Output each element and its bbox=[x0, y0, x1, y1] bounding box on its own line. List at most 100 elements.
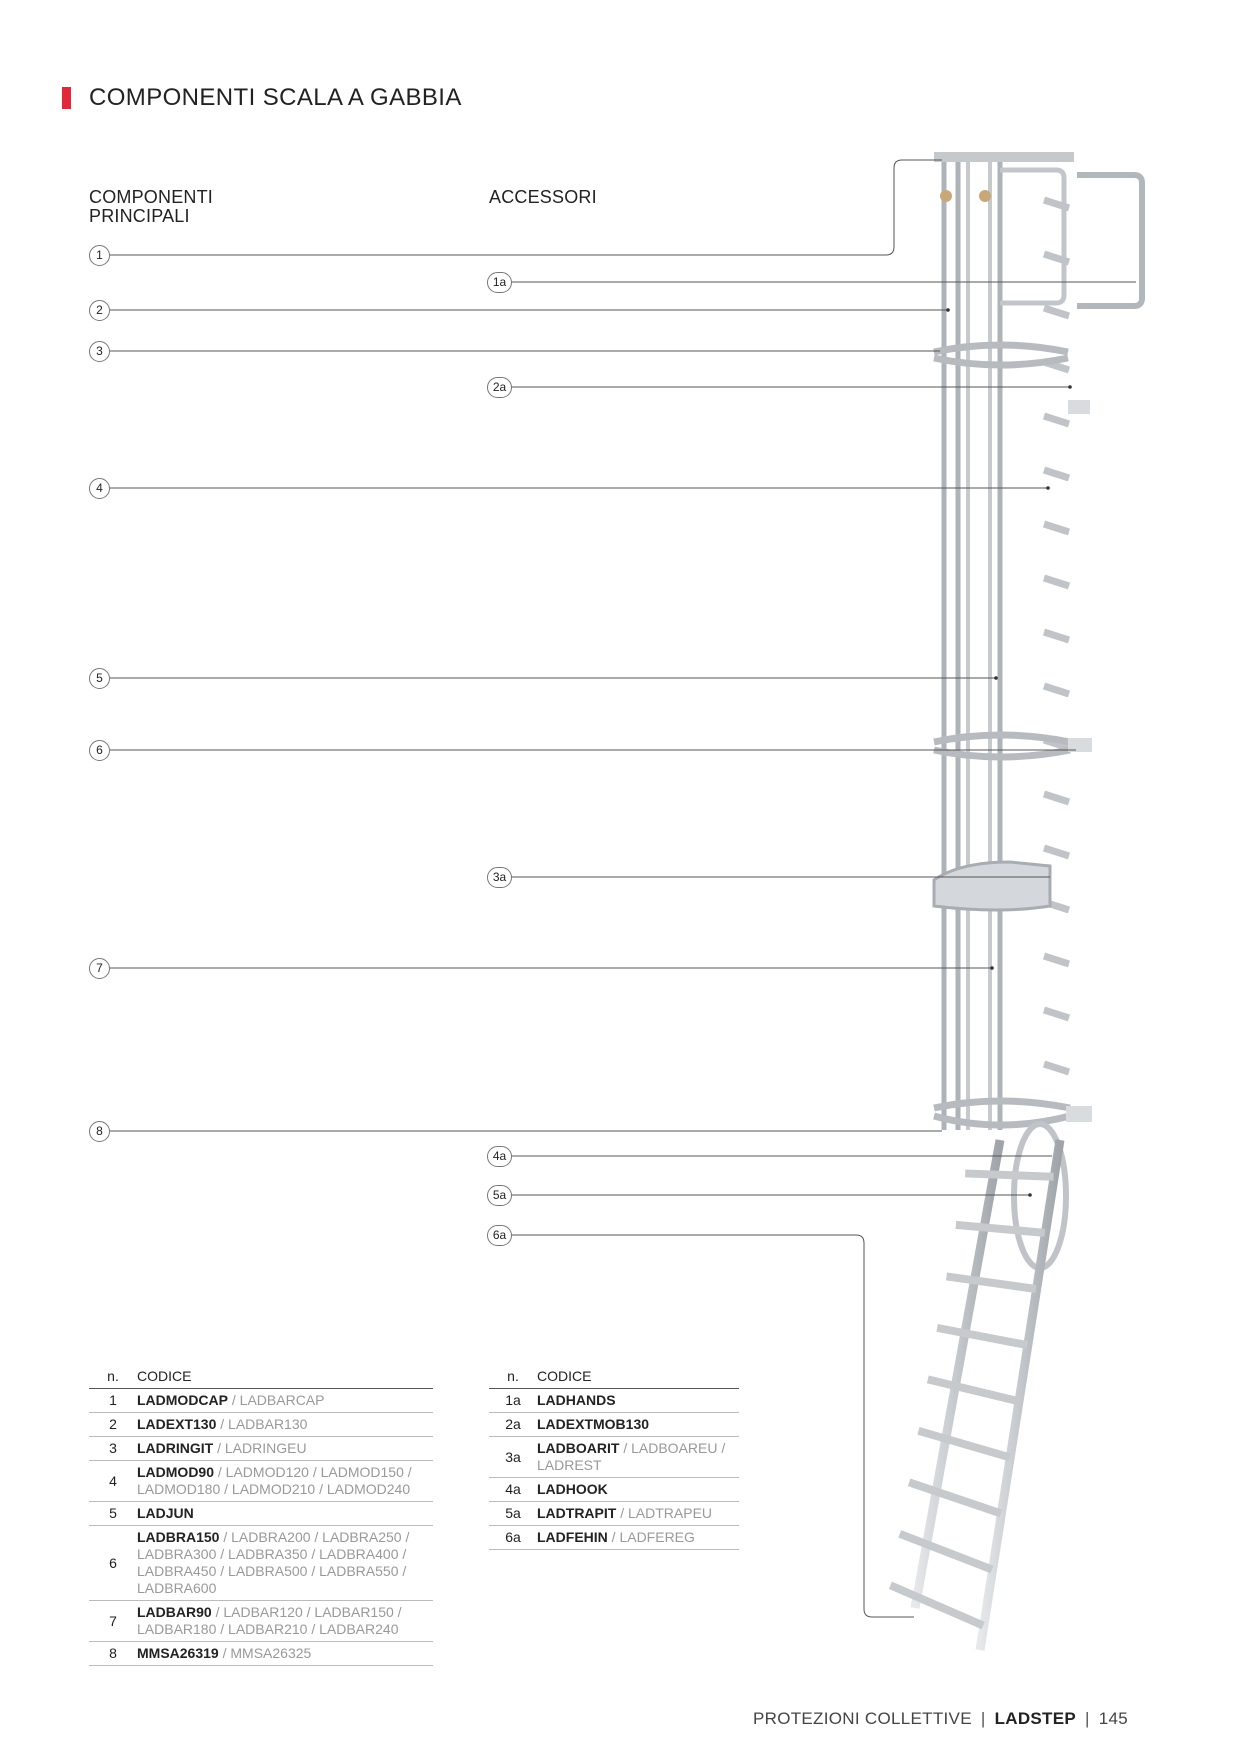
ladder-rung bbox=[1042, 790, 1071, 806]
callout-6: 6 bbox=[89, 740, 110, 761]
column-heading-accessories: ACCESSORI bbox=[489, 187, 597, 207]
primary-code: LADBRA150 bbox=[137, 1529, 220, 1545]
row-number: 7 bbox=[89, 1600, 137, 1642]
row-codes: LADBOARIT / LADBOAREU / LADREST bbox=[537, 1436, 739, 1478]
primary-code: LADMOD90 bbox=[137, 1464, 215, 1480]
ladder-rung bbox=[1042, 412, 1071, 428]
row-codes: LADMOD90 / LADMOD120 / LADMOD150 / LADMO… bbox=[137, 1460, 433, 1502]
row-number: 5 bbox=[89, 1501, 137, 1526]
extension-rung bbox=[945, 1272, 1037, 1293]
extension-rung bbox=[917, 1426, 1011, 1462]
primary-code: LADJUN bbox=[137, 1505, 194, 1521]
row-number: 3a bbox=[489, 1436, 537, 1478]
row-codes: LADJUN bbox=[137, 1501, 433, 1526]
ladder-rung bbox=[1042, 466, 1071, 482]
row-codes: MMSA26319 / MMSA26325 bbox=[137, 1641, 433, 1666]
ladder-rung bbox=[1042, 1006, 1071, 1022]
page-title: COMPONENTI SCALA A GABBIA bbox=[89, 84, 462, 111]
page-footer: PROTEZIONI COLLETTIVE|LADSTEP|145 bbox=[753, 1709, 1128, 1728]
row-number: 5a bbox=[489, 1501, 537, 1526]
callout-5: 5 bbox=[89, 668, 110, 689]
row-codes: LADHOOK bbox=[537, 1477, 739, 1502]
primary-code: LADHANDS bbox=[537, 1392, 616, 1408]
primary-code: LADRINGIT bbox=[137, 1440, 214, 1456]
extension-rung bbox=[955, 1220, 1046, 1237]
ladder-rung bbox=[1042, 682, 1071, 698]
table-header-code: CODICE bbox=[137, 1368, 433, 1389]
extension-rung bbox=[965, 1169, 1054, 1181]
primary-code: LADMODCAP bbox=[137, 1392, 228, 1408]
extension-rung bbox=[936, 1323, 1028, 1350]
ladder-rung bbox=[1042, 196, 1071, 212]
title-accent-bar bbox=[62, 87, 71, 109]
ladder-rung bbox=[1042, 844, 1071, 860]
row-number: 1a bbox=[489, 1388, 537, 1413]
callout-4a: 4a bbox=[487, 1146, 512, 1167]
table-header-n: n. bbox=[489, 1368, 537, 1389]
row-number: 1 bbox=[89, 1388, 137, 1413]
extension-rung bbox=[898, 1530, 994, 1574]
row-codes: LADBAR90 / LADBAR120 / LADBAR150 / LADBA… bbox=[137, 1600, 433, 1642]
row-codes: LADFEHIN / LADFEREG bbox=[537, 1525, 739, 1550]
callout-1a: 1a bbox=[487, 272, 512, 293]
alternative-codes: / LADFEREG bbox=[607, 1529, 695, 1545]
alternative-codes: / LADBRA200 / LADBRA250 / LADBRA300 / LA… bbox=[137, 1529, 410, 1596]
row-number: 6 bbox=[89, 1525, 137, 1601]
extension-rung bbox=[926, 1375, 1020, 1406]
row-number: 6a bbox=[489, 1525, 537, 1550]
callout-3a: 3a bbox=[487, 867, 512, 888]
alternative-codes: / LADBARCAP bbox=[228, 1392, 325, 1408]
primary-code: LADBAR90 bbox=[137, 1604, 212, 1620]
primary-code: LADBOARIT bbox=[537, 1440, 620, 1456]
callout-4: 4 bbox=[89, 478, 110, 499]
ladder-rung bbox=[1042, 1060, 1071, 1076]
callout-3: 3 bbox=[89, 341, 110, 362]
primary-code: LADEXTMOB130 bbox=[537, 1416, 650, 1432]
alternative-codes: / LADBAR120 / LADBAR150 / LADBAR180 / LA… bbox=[137, 1604, 402, 1637]
primary-code: LADFEHIN bbox=[537, 1529, 608, 1545]
ladder-rung bbox=[1042, 952, 1071, 968]
row-number: 2a bbox=[489, 1412, 537, 1437]
ladder-rung bbox=[1042, 520, 1071, 536]
alternative-codes: / MMSA26325 bbox=[218, 1645, 312, 1661]
callout-2: 2 bbox=[89, 300, 110, 321]
alternative-codes: / LADBOAREU / LADREST bbox=[537, 1440, 726, 1473]
page-number: 145 bbox=[1098, 1709, 1128, 1728]
ladder-rung bbox=[1042, 574, 1071, 590]
primary-code: LADHOOK bbox=[537, 1481, 608, 1497]
alternative-codes: / LADRINGEU bbox=[213, 1440, 307, 1456]
footer-brand: LADSTEP bbox=[994, 1709, 1077, 1728]
primary-code: LADTRAPIT bbox=[537, 1505, 617, 1521]
alternative-codes: / LADMOD120 / LADMOD150 / LADMOD180 / LA… bbox=[137, 1464, 412, 1497]
primary-code: LADEXT130 bbox=[137, 1416, 217, 1432]
row-codes: LADRINGIT / LADRINGEU bbox=[137, 1436, 433, 1461]
row-codes: LADBRA150 / LADBRA200 / LADBRA250 / LADB… bbox=[137, 1525, 433, 1601]
callout-6a: 6a bbox=[487, 1225, 512, 1246]
row-codes: LADMODCAP / LADBARCAP bbox=[137, 1388, 433, 1413]
alternative-codes: / LADBAR130 bbox=[216, 1416, 308, 1432]
row-number: 3 bbox=[89, 1436, 137, 1461]
ladder-rung bbox=[1042, 628, 1071, 644]
ladder-rung bbox=[1042, 304, 1071, 320]
callout-8: 8 bbox=[89, 1121, 110, 1142]
row-number: 4a bbox=[489, 1477, 537, 1502]
table-header-code: CODICE bbox=[537, 1368, 739, 1389]
row-codes: LADHANDS bbox=[537, 1388, 739, 1413]
